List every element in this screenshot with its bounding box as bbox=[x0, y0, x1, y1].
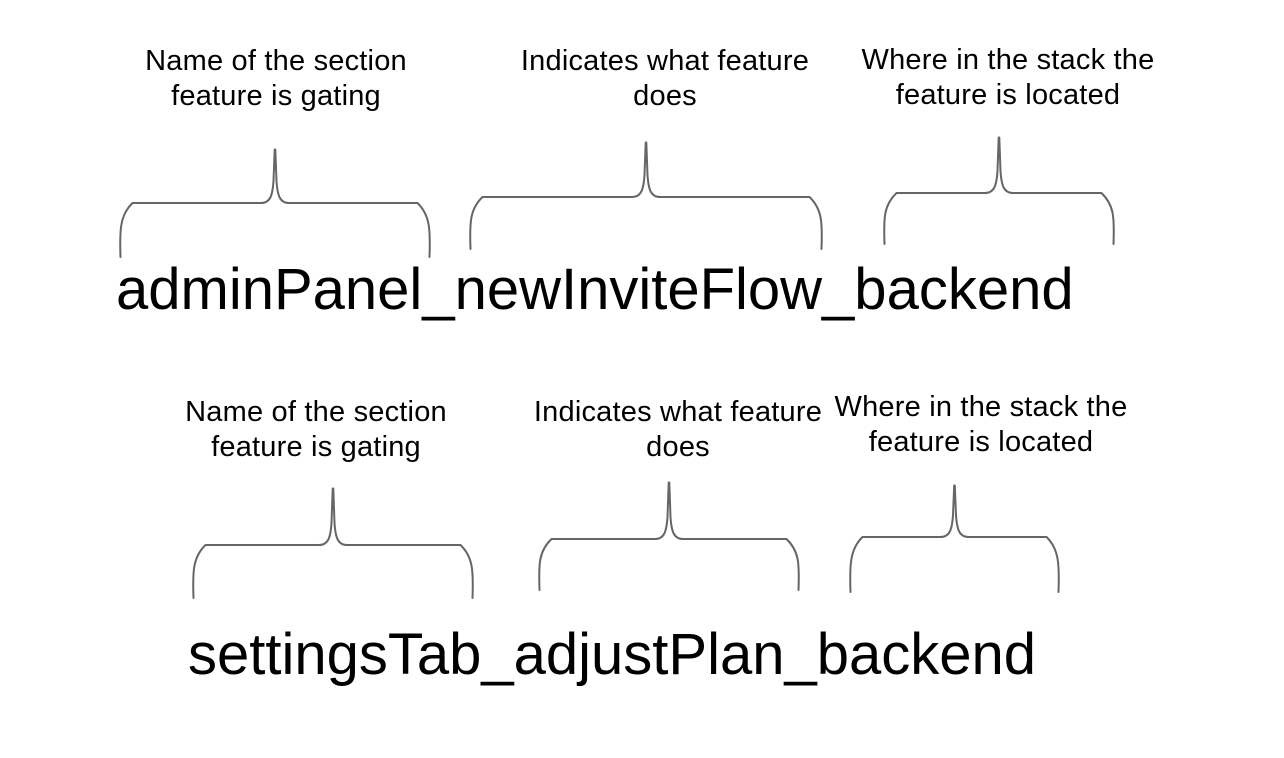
curly-brace-icon bbox=[119, 148, 431, 258]
annotation-label-line: does bbox=[646, 431, 710, 463]
curly-brace-icon bbox=[538, 481, 800, 591]
annotation-label-stack: Where in the stack the feature is locate… bbox=[838, 43, 1178, 113]
annotation-label-line: feature is gating bbox=[211, 431, 421, 463]
curly-brace-icon bbox=[192, 487, 474, 599]
feature-flag-name: adminPanel_newInviteFlow_backend bbox=[116, 257, 1074, 322]
curly-brace-icon bbox=[469, 141, 823, 250]
annotation-label-line: Where in the stack the bbox=[834, 391, 1128, 423]
annotation-label-line: feature is located bbox=[868, 426, 1094, 458]
annotation-label-section: Name of the section feature is gating bbox=[146, 395, 486, 465]
annotation-label-line: feature is located bbox=[895, 79, 1121, 111]
curly-brace-icon bbox=[883, 136, 1115, 245]
annotation-label-line: feature is gating bbox=[171, 80, 381, 112]
annotation-label-line: Name of the section bbox=[185, 396, 447, 428]
annotation-label-line: Where in the stack the bbox=[861, 44, 1155, 76]
annotation-label-stack: Where in the stack the feature is locate… bbox=[811, 390, 1151, 460]
annotation-label-line: Indicates what feature bbox=[520, 45, 810, 77]
curly-brace-icon bbox=[849, 484, 1060, 593]
annotation-label-line: does bbox=[633, 80, 697, 112]
annotation-label-feature: Indicates what feature does bbox=[495, 44, 835, 114]
annotation-label-line: Indicates what feature bbox=[533, 396, 823, 428]
annotation-label-section: Name of the section feature is gating bbox=[106, 44, 446, 114]
feature-flag-name: settingsTab_adjustPlan_backend bbox=[188, 622, 1037, 687]
annotation-label-feature: Indicates what feature does bbox=[508, 395, 848, 465]
annotation-label-line: Name of the section bbox=[145, 45, 407, 77]
